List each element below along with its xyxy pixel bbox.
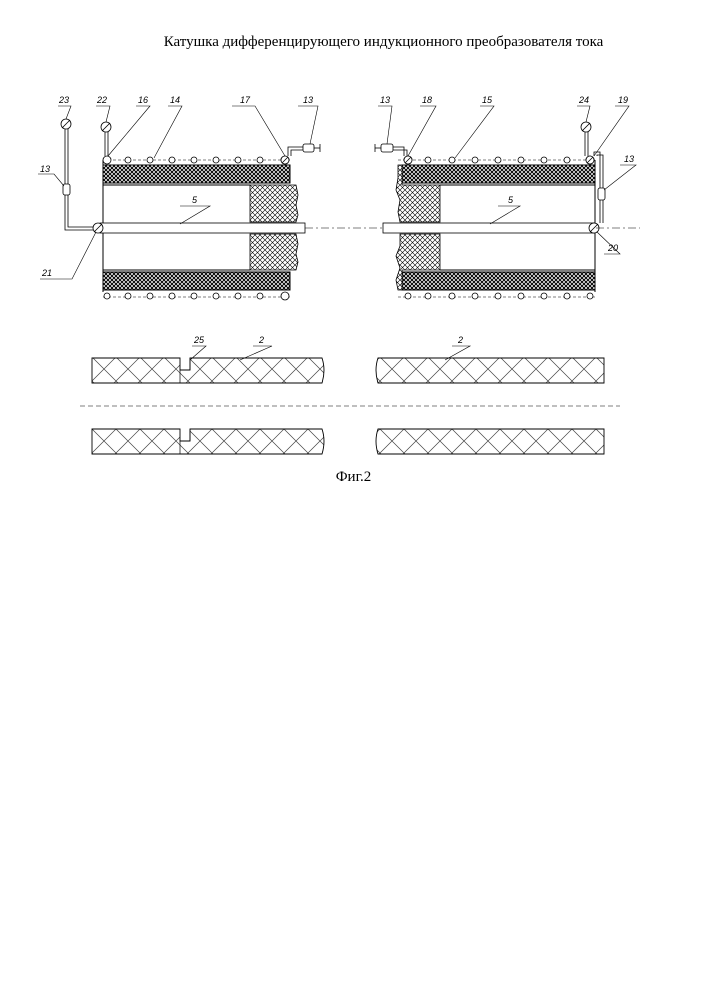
- left-filler-lower: [250, 234, 298, 270]
- right-conductor-5: [383, 223, 595, 233]
- right-top-winding: [404, 156, 594, 164]
- strip-lower-left: [92, 429, 324, 454]
- right-bottom-winding: [405, 293, 593, 299]
- label-21: 21: [41, 268, 52, 278]
- left-conductor-5: [100, 223, 305, 233]
- left-top-winding: [103, 156, 289, 164]
- label-13-c: 13: [40, 164, 50, 174]
- strip-upper-right: [376, 358, 604, 383]
- label-5-left: 5: [192, 195, 198, 205]
- label-2-right: 2: [457, 335, 463, 345]
- label-22: 22: [96, 95, 107, 105]
- right-coil: [375, 122, 605, 299]
- label-24: 24: [578, 95, 589, 105]
- label-23: 23: [58, 95, 69, 105]
- label-5-right: 5: [508, 195, 514, 205]
- label-17: 17: [240, 95, 251, 105]
- left-coil: [61, 119, 320, 300]
- strip-lower-right: [376, 429, 604, 454]
- left-filler-upper: [250, 185, 298, 222]
- label-13-b: 13: [380, 95, 390, 105]
- left-top-core: [103, 165, 290, 183]
- label-25: 25: [193, 335, 205, 345]
- label-13-d: 13: [624, 154, 634, 164]
- label-15: 15: [482, 95, 493, 105]
- right-bottom-core: [402, 272, 595, 290]
- label-19: 19: [618, 95, 628, 105]
- left-bottom-core: [103, 272, 290, 290]
- strip-upper-left: [92, 358, 324, 383]
- label-16: 16: [138, 95, 148, 105]
- figure-caption: Фиг.2: [0, 469, 707, 486]
- part-labels: 23 22 16 14 17 13 13 18 15 24 19 13 13 5…: [40, 95, 634, 345]
- label-14: 14: [170, 95, 180, 105]
- label-2-left: 2: [258, 335, 264, 345]
- label-20: 20: [607, 243, 618, 253]
- right-top-core: [402, 165, 595, 183]
- left-bottom-winding: [104, 292, 289, 300]
- strips: [80, 358, 620, 454]
- label-18: 18: [422, 95, 432, 105]
- label-13-a: 13: [303, 95, 313, 105]
